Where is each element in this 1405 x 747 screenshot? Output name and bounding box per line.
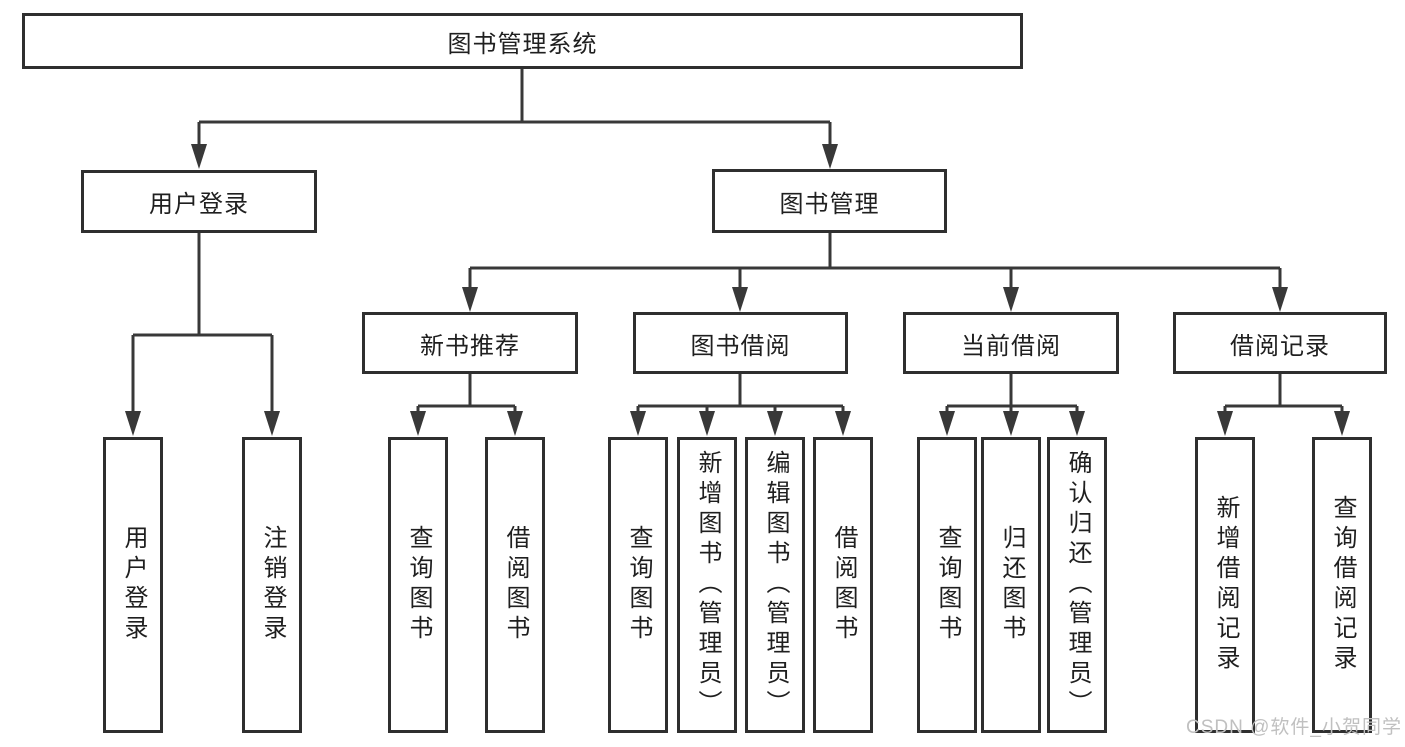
connector-borrow-records-branch	[1223, 374, 1344, 416]
connector-book-borrow-branch	[636, 374, 845, 416]
node-label: 查询图书	[934, 525, 961, 645]
node-label: 新书推荐	[420, 332, 520, 360]
connector-book-management-branch	[468, 233, 1282, 292]
connector-new-book-branch	[416, 374, 517, 416]
node-borrow-records: 借阅记录	[1173, 312, 1387, 374]
node-leaf-records-add: 新增借阅记录	[1195, 437, 1255, 733]
node-leaf-logout: 注销登录	[242, 437, 302, 733]
node-leaf-borrow-add: 新增图书（管理员）	[677, 437, 737, 733]
node-label: 确认归还（管理员）	[1064, 450, 1091, 720]
node-leaf-borrow-query: 查询图书	[608, 437, 668, 733]
node-label: 编辑图书（管理员）	[762, 450, 789, 720]
node-label: 查询图书	[405, 525, 432, 645]
node-leaf-borrow-borrow: 借阅图书	[813, 437, 873, 733]
node-leaf-newbook-borrow: 借阅图书	[485, 437, 545, 733]
connector-current-borrow-branch	[945, 374, 1079, 416]
connector-user-login-branch	[131, 233, 274, 414]
node-label: 新增借阅记录	[1212, 495, 1239, 675]
node-label: 借阅图书	[502, 525, 529, 645]
node-label: 借阅记录	[1230, 332, 1330, 360]
node-label: 查询借阅记录	[1329, 495, 1356, 675]
node-label: 图书借阅	[690, 332, 791, 360]
node-leaf-borrow-edit: 编辑图书（管理员）	[745, 437, 805, 733]
node-root: 图书管理系统	[22, 13, 1023, 69]
node-leaf-current-confirm: 确认归还（管理员）	[1047, 437, 1107, 733]
node-current-borrow: 当前借阅	[903, 312, 1119, 374]
node-label: 图书管理	[779, 190, 880, 218]
node-label: 当前借阅	[961, 332, 1061, 360]
node-user-login: 用户登录	[81, 170, 317, 233]
node-leaf-current-query: 查询图书	[917, 437, 977, 733]
node-book-management: 图书管理	[712, 169, 947, 233]
node-leaf-current-return: 归还图书	[981, 437, 1041, 733]
node-leaf-newbook-query: 查询图书	[388, 437, 448, 733]
node-label: 用户登录	[149, 191, 249, 218]
node-book-borrow: 图书借阅	[633, 312, 848, 374]
node-label: 用户登录	[120, 525, 147, 645]
arrowheads	[125, 144, 1350, 436]
node-label: 新增图书（管理员）	[694, 450, 721, 720]
node-label: 注销登录	[259, 525, 286, 645]
node-new-book-recommend: 新书推荐	[362, 312, 578, 374]
node-label: 借阅图书	[830, 525, 857, 645]
node-leaf-records-query: 查询借阅记录	[1312, 437, 1372, 733]
node-leaf-user-login: 用户登录	[103, 437, 163, 733]
csdn-watermark: CSDN @软件_小贺同学	[1186, 717, 1402, 738]
node-label: 图书管理系统	[447, 30, 598, 58]
node-label: 查询图书	[625, 525, 652, 645]
connector-root-to-level2	[197, 69, 832, 148]
node-label: 归还图书	[998, 525, 1025, 645]
